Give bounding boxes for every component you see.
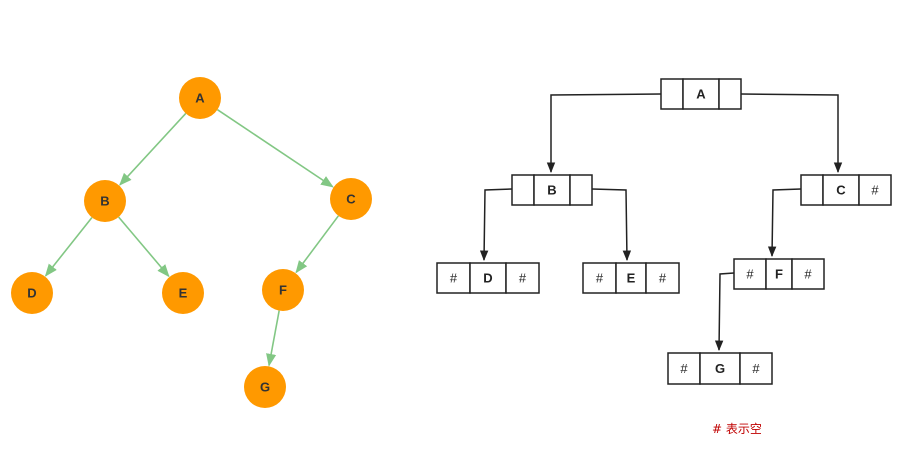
data-cell-text: F	[775, 267, 783, 282]
tree-node-label: A	[195, 91, 205, 106]
list-node-d: # D #	[436, 262, 540, 294]
tree-node-circle	[84, 180, 126, 222]
tree-edge-a-b	[119, 112, 187, 186]
tree-node-f: F	[262, 269, 304, 311]
left-pointer-cell	[733, 258, 767, 290]
left-pointer-cell-text: #	[746, 267, 754, 282]
right-pointer-cell-text: #	[752, 361, 760, 376]
tree-node-label: B	[100, 194, 109, 209]
tree-node-c: C	[330, 178, 372, 220]
tree-node-b: B	[84, 180, 126, 222]
list-node-a: A	[660, 78, 742, 110]
tree-node-circle	[262, 269, 304, 311]
data-cell	[469, 262, 507, 294]
pointer-link-f-g	[714, 272, 735, 352]
tree-edge-a-c	[217, 109, 334, 188]
left-pointer-cell	[511, 174, 535, 206]
right-pointer-cell	[718, 78, 742, 110]
right-pointer-cell-text: #	[659, 271, 667, 286]
data-cell-text: G	[715, 361, 725, 376]
legend-note: # 表示空	[712, 422, 762, 436]
right-pointer-cell	[569, 174, 593, 206]
tree-node-circle	[11, 272, 53, 314]
list-node-b: B	[511, 174, 593, 206]
right-pointer-cell	[791, 258, 825, 290]
list-node-c: C#	[800, 174, 892, 206]
tree-node-label: F	[279, 283, 287, 298]
left-pointer-cell	[582, 262, 617, 294]
tree-node-circle	[179, 77, 221, 119]
data-cell-text: E	[627, 271, 636, 286]
tree-edge-f-g	[266, 310, 280, 367]
tree-node-label: C	[346, 192, 356, 207]
pointer-link-b-e	[591, 188, 632, 262]
tree-node-label: G	[260, 380, 270, 395]
data-cell	[765, 258, 793, 290]
list-node-e: # E #	[582, 262, 680, 294]
pointer-link-c-f	[767, 188, 802, 258]
left-tree-nodes: A B C D E F G	[11, 77, 372, 408]
left-pointer-cell-text: #	[680, 361, 688, 376]
right-pointer-cell	[645, 262, 680, 294]
data-cell-text: B	[547, 183, 556, 198]
right-pointer-cell	[858, 174, 892, 206]
right-pointer-cell-text: #	[519, 271, 527, 286]
left-pointer-cell	[667, 352, 701, 385]
tree-node-circle	[330, 178, 372, 220]
left-pointer-cell	[660, 78, 684, 110]
left-pointer-cell	[800, 174, 824, 206]
data-cell-text: C	[836, 183, 846, 198]
tree-node-circle	[162, 272, 204, 314]
right-tree-links	[479, 93, 843, 352]
tree-node-a: A	[179, 77, 221, 119]
pointer-link-a-b	[546, 93, 662, 174]
list-node-g: # G #	[667, 352, 773, 385]
pointer-link-b-d	[479, 188, 513, 262]
tree-node-circle	[244, 366, 286, 408]
tree-node-g: G	[244, 366, 286, 408]
tree-node-e: E	[162, 272, 204, 314]
right-pointer-cell-text: #	[804, 267, 812, 282]
tree-edge-b-d	[44, 216, 93, 277]
data-cell	[699, 352, 741, 385]
tree-edge-c-f	[295, 215, 340, 274]
right-pointer-cell	[739, 352, 773, 385]
tree-node-d: D	[11, 272, 53, 314]
data-cell-text: A	[696, 87, 706, 102]
right-pointer-cell-text: #	[871, 183, 879, 198]
pointer-link-a-c	[740, 93, 843, 174]
list-node-f: # F #	[733, 258, 825, 290]
left-tree-edges	[44, 109, 340, 367]
tree-node-label: D	[27, 286, 36, 301]
left-pointer-cell-text: #	[450, 271, 458, 286]
right-pointer-cell	[505, 262, 540, 294]
tree-edge-b-e	[117, 216, 170, 278]
tree-node-label: E	[179, 286, 188, 301]
data-cell-text: D	[483, 271, 492, 286]
left-pointer-cell-text: #	[596, 271, 604, 286]
